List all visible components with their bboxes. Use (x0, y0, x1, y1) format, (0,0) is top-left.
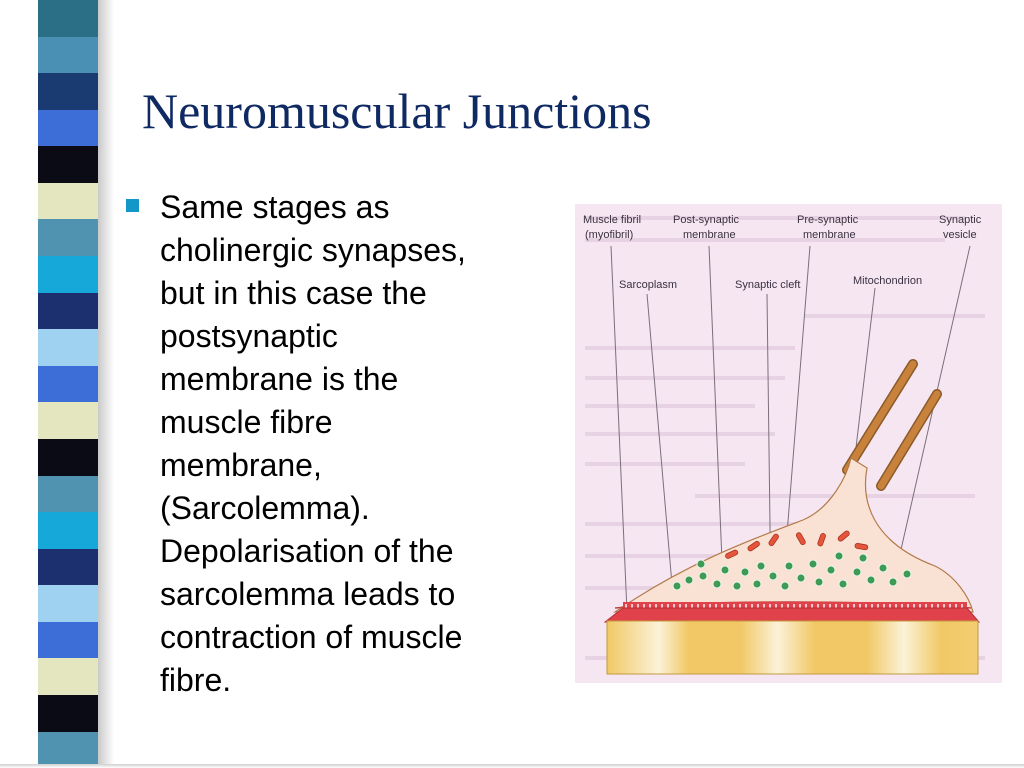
bullet-line: sarcolemma leads to (160, 576, 456, 612)
stripe (38, 621, 98, 659)
stripe (38, 329, 98, 366)
bullet-line: membrane, (160, 447, 322, 483)
stripe-shadow (98, 0, 114, 768)
decorative-stripe-bar (38, 0, 98, 768)
stripe (38, 402, 98, 439)
stripe (38, 73, 98, 110)
bullet-line: membrane is the (160, 361, 399, 397)
label-synaptic: Synaptic (939, 214, 982, 226)
stripe (38, 512, 98, 549)
bullet-line: postsynaptic (160, 318, 338, 354)
square-bullet-icon (126, 199, 139, 212)
post-synaptic-membrane (603, 607, 981, 623)
bullet-line: (Sarcolemma). (160, 490, 370, 526)
stripe (38, 36, 98, 74)
stripe (38, 109, 98, 147)
stripe (38, 182, 98, 220)
stripe (38, 585, 98, 622)
label-synaptic-cleft: Synaptic cleft (735, 279, 800, 291)
label-sarcoplasm: Sarcoplasm (619, 279, 677, 291)
mitochondria (725, 530, 869, 559)
bullet-line: contraction of muscle (160, 619, 463, 655)
label-muscle-fibril: Muscle fibril (583, 214, 641, 226)
stripe (38, 658, 98, 695)
post-synaptic-folds (623, 602, 967, 610)
label-mitochondrion: Mitochondrion (853, 275, 922, 287)
leader-lines (610, 245, 971, 613)
neuromuscular-junction-diagram: Muscle fibril (myofibril) Post-synaptic … (575, 204, 1002, 683)
stripe (38, 0, 98, 37)
bullet-line: Same stages as (160, 189, 390, 225)
stripe (38, 256, 98, 293)
bullet-line: muscle fibre (160, 404, 333, 440)
label-myofibril: (myofibril) (585, 229, 633, 241)
stripe (38, 438, 98, 476)
stripe (38, 292, 98, 330)
stripe (38, 475, 98, 513)
label-pre-synaptic: Pre-synaptic (797, 214, 859, 226)
label-post-synaptic-membrane: membrane (683, 229, 736, 241)
bullet-line: fibre. (160, 662, 232, 698)
label-pre-synaptic-membrane: membrane (803, 229, 856, 241)
stripe (38, 694, 98, 732)
slide-title: Neuromuscular Junctions (142, 83, 652, 139)
synaptic-vesicles (672, 551, 912, 591)
bullet-line: cholinergic synapses, (160, 232, 466, 268)
bullet-line: but in this case the (160, 275, 427, 311)
axon-terminals (842, 359, 942, 491)
stripe (38, 146, 98, 183)
muscle-fibre (606, 620, 979, 675)
bottom-rule (0, 764, 1024, 768)
stripe (38, 219, 98, 257)
bullet-line: Depolarisation of the (160, 533, 454, 569)
stripe (38, 548, 98, 586)
label-post-synaptic: Post-synaptic (673, 214, 740, 226)
stripe (38, 731, 98, 768)
label-vesicle: vesicle (943, 229, 977, 241)
stripe (38, 365, 98, 403)
bullet-text: Same stages as cholinergic synapses, but… (160, 186, 560, 702)
